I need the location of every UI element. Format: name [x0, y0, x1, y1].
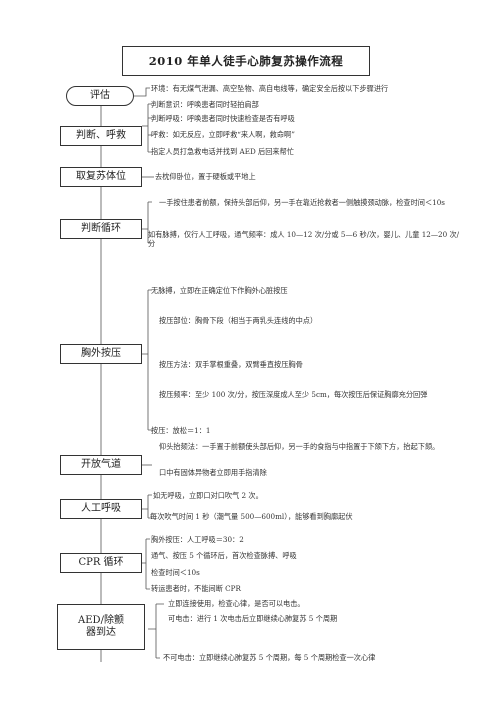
- circulation-line-2: 如有脉搏，仅行人工呼吸，通气频率：成人 10—12 次/分或 5—6 秒/次，婴…: [148, 230, 460, 248]
- bracket-assess: [134, 87, 150, 97]
- breathing-line-2: 每次吹气时间 1 秒（潮气量 500—600ml），能够看到胸廓起伏: [150, 512, 353, 521]
- cpr-line-3: 检查时间＜10s: [151, 568, 200, 577]
- judge-line-1: 判断意识：呼唤患者同时轻拍肩部: [151, 100, 259, 109]
- compression-line-3: 按压方法：双手掌根重叠，双臂垂直按压胸骨: [159, 360, 303, 369]
- bracket-aed: [148, 603, 164, 659]
- step-airway: 开放气道: [60, 455, 142, 475]
- aed-line-2: 可电击：进行 1 次电击后立即继续心肺复苏 5 个周期: [168, 614, 338, 623]
- judge-line-3: 呼救：如无反应，立即呼救“来人啊，救命啊”: [151, 130, 295, 139]
- compression-line-5: 按压：放松＝1：1: [151, 426, 211, 435]
- step-breathing: 人工呼吸: [60, 499, 142, 519]
- cpr-line-1: 胸外按压：人工呼吸＝30：2: [151, 535, 244, 544]
- judge-line-2: 判断呼吸：呼唤患者同时快速检查是否有呼吸: [151, 114, 295, 123]
- aed-line-3: 不可电击：立即继续心肺复苏 5 个周期，每 5 个周期检查一次心律: [163, 653, 376, 662]
- bracket-cpr: [142, 538, 150, 590]
- cpr-line-4: 转运患者时，不能间断 CPR: [151, 584, 241, 593]
- compression-line-2: 按压部位：胸骨下段（相当于两乳头连线的中点）: [159, 316, 318, 325]
- step-circulation: 判断循环: [60, 219, 142, 239]
- airway-line-2: 口中有固体异物者立即用手指清除: [159, 468, 267, 477]
- bracket-judge: [142, 103, 152, 153]
- step-judge-call: 判断、呼救: [60, 126, 142, 146]
- compression-line-4: 按压频率：至少 100 次/分，按压深度成人至少 5cm，每次按压后保证胸廓充分…: [159, 390, 428, 399]
- cpr-line-2: 通气、按压 5 个循环后，首次检查脉搏、呼吸: [151, 551, 297, 560]
- compression-line-1: 无脉搏，立即在正确定位下作胸外心脏按压: [151, 286, 288, 295]
- assess-line-1: 环境：有无煤气泄漏、高空坠物、高自电线等，确定安全后按以下步骤进行: [151, 84, 389, 93]
- aed-line-1: 立即连接使用，检查心律，是否可以电击。: [168, 599, 305, 608]
- bracket-compression: [142, 289, 152, 431]
- step-aed: AED/除颤 器到达: [57, 604, 145, 650]
- breathing-line-1: 如无呼吸，立即口对口吹气 2 次。: [153, 491, 263, 500]
- airway-line-1: 仰头抬颏法：一手置于前额使头部后仰，另一手的食指与中指置于下颌下方，抬起下颌。: [159, 442, 440, 451]
- aed-label-line-2: 器到达: [86, 627, 116, 638]
- step-compression: 胸外按压: [60, 344, 142, 364]
- circulation-line-1: 一手按住患者前额，保持头部后仰，另一手在靠近抢救者一侧触摸颈动脉，检查时间＜10…: [159, 198, 445, 207]
- position-line-1: 去枕仰卧位，置于硬板或平地上: [155, 172, 256, 181]
- step-cpr: CPR 循环: [60, 553, 142, 573]
- page-title: 2010 年单人徒手心肺复苏操作流程: [122, 46, 370, 76]
- step-assess: 评估: [66, 86, 134, 106]
- aed-label-line-1: AED/除颤: [78, 614, 124, 626]
- judge-line-4: 指定人员打急救电话并找到 AED 后回来帮忙: [151, 147, 294, 156]
- step-position: 取复苏体位: [60, 167, 142, 187]
